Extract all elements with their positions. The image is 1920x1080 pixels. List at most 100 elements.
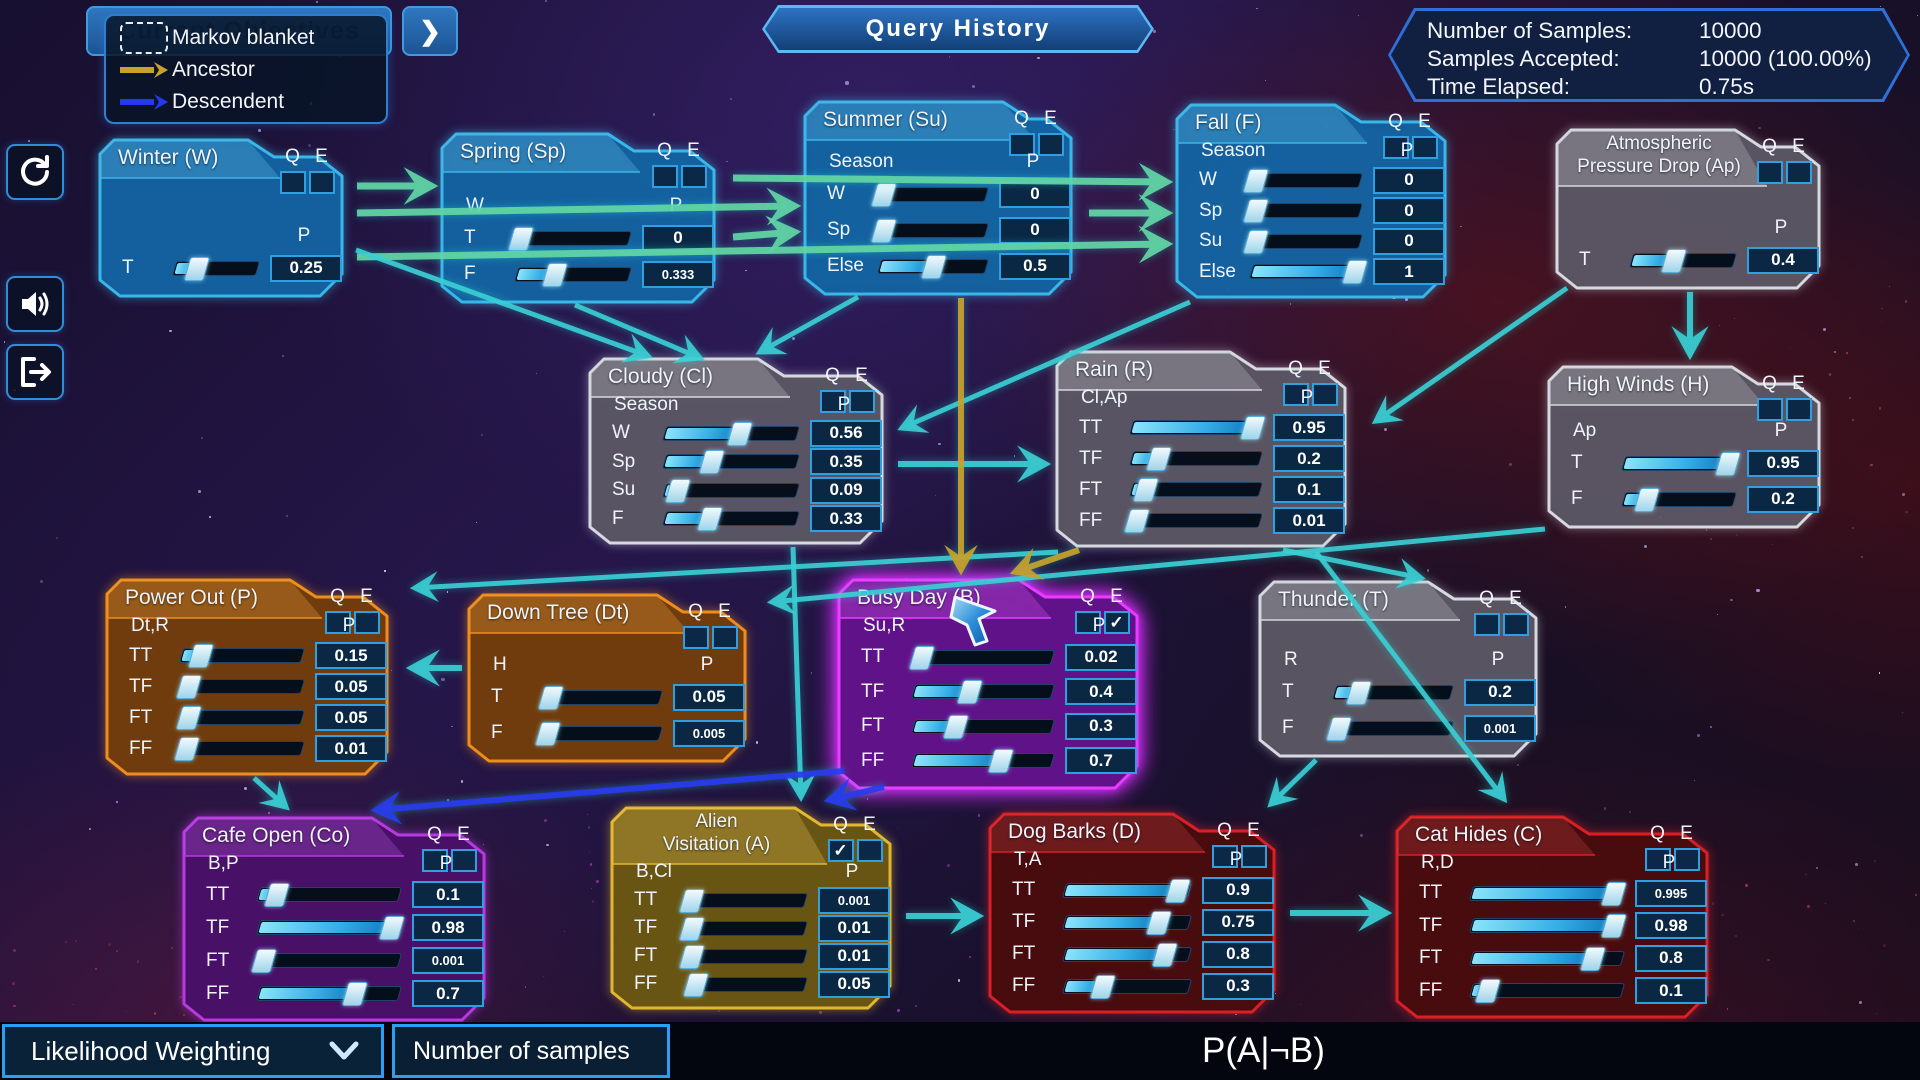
probability-value[interactable]: 1 [1373,258,1445,286]
probability-slider[interactable] [870,218,990,243]
probability-value[interactable]: 0 [1373,166,1445,194]
slider-handle[interactable] [173,737,200,761]
slider-handle[interactable] [182,256,210,281]
probability-value[interactable]: 0.35 [810,448,882,476]
probability-slider[interactable] [876,254,990,279]
probability-value[interactable]: 0.4 [1065,678,1137,706]
slider-handle[interactable] [682,972,710,997]
probability-value[interactable]: 0.1 [1635,977,1707,1005]
slider-handle[interactable] [942,714,970,739]
slider-handle[interactable] [1145,910,1173,935]
slider-handle[interactable] [1474,979,1502,1004]
probability-slider[interactable] [1128,447,1264,471]
probability-slider[interactable] [870,182,990,207]
probability-value[interactable]: 0.05 [673,683,745,711]
probability-slider[interactable] [175,706,306,730]
slider-handle[interactable] [1660,248,1688,273]
probability-slider[interactable] [677,916,809,941]
probability-slider[interactable] [661,478,801,503]
query-checkbox[interactable]: ✓ [827,839,854,862]
slider-handle[interactable] [1145,447,1172,471]
exit-button[interactable] [6,344,64,400]
query-checkbox[interactable] [819,390,846,413]
probability-value[interactable]: 0.001 [412,947,484,974]
slider-handle[interactable] [541,262,569,287]
probability-slider[interactable] [1628,248,1738,273]
probability-value[interactable]: 0.1 [1273,476,1345,503]
probability-value[interactable]: 0.995 [1635,879,1707,907]
probability-slider[interactable] [1061,942,1193,967]
evidence-checkbox[interactable] [680,165,707,188]
probability-value[interactable]: 0.05 [315,673,387,700]
probability-slider[interactable] [910,714,1056,739]
query-checkbox[interactable] [1382,136,1409,159]
slider-handle[interactable] [250,949,278,973]
probability-value[interactable]: 0.5 [999,252,1071,280]
query-checkbox[interactable] [1008,133,1035,156]
slider-handle[interactable] [175,706,203,730]
query-checkbox[interactable] [1282,383,1309,406]
probability-value[interactable]: 0.09 [810,476,882,504]
probability-value[interactable]: 0.3 [1202,972,1274,1000]
query-checkbox[interactable] [682,626,709,649]
probability-value[interactable]: 0.95 [1747,449,1819,477]
slider-handle[interactable] [378,916,405,940]
probability-slider[interactable] [255,883,403,907]
probability-value[interactable]: 0.75 [1202,908,1274,936]
probability-value[interactable]: 0.7 [412,980,484,1007]
reset-button[interactable] [6,144,64,200]
query-checkbox[interactable] [279,171,306,194]
query-checkbox[interactable] [1473,613,1500,636]
probability-value[interactable]: 0.01 [1273,507,1345,534]
slider-handle[interactable] [537,685,565,710]
probability-slider[interactable] [255,916,405,940]
probability-slider[interactable] [171,256,261,281]
probability-slider[interactable] [1331,680,1455,705]
probability-value[interactable]: 0.95 [1273,414,1345,441]
probability-slider[interactable] [1061,878,1193,903]
probability-slider[interactable] [1061,974,1193,999]
evidence-checkbox[interactable] [1411,136,1438,159]
probability-slider[interactable] [908,645,1056,670]
probability-slider[interactable] [537,685,664,710]
slider-handle[interactable] [1164,878,1191,903]
probability-value[interactable]: 0.2 [1273,445,1345,472]
slider-handle[interactable] [175,675,203,699]
slider-handle[interactable] [1239,416,1267,440]
probability-slider[interactable] [910,749,1056,774]
probability-slider[interactable] [507,226,633,251]
probability-slider[interactable] [677,944,809,969]
slider-handle[interactable] [1340,260,1368,285]
probability-value[interactable]: 0 [642,224,714,252]
query-checkbox[interactable] [324,611,351,634]
evidence-checkbox[interactable] [1785,398,1812,421]
slider-handle[interactable] [1345,680,1373,705]
probability-slider[interactable] [1242,229,1364,254]
evidence-checkbox[interactable] [353,611,380,634]
probability-value[interactable]: 0 [999,180,1071,208]
evidence-checkbox[interactable] [1037,133,1064,156]
query-checkbox[interactable] [1644,848,1671,871]
slider-handle[interactable] [726,421,754,446]
probability-value[interactable]: 0.56 [810,419,882,447]
probability-value[interactable]: 0.001 [1464,714,1536,742]
probability-slider[interactable] [1620,451,1742,476]
probability-slider[interactable] [1325,716,1455,741]
probability-value[interactable]: 0.1 [412,881,484,908]
probability-slider[interactable] [250,949,403,973]
probability-value[interactable]: 0.005 [673,719,745,747]
slider-handle[interactable] [908,645,936,670]
slider-handle[interactable] [1579,946,1607,971]
probability-slider[interactable] [1468,946,1626,971]
probability-value[interactable]: 0.001 [818,886,890,914]
probability-slider[interactable] [255,982,403,1006]
probability-slider[interactable] [661,421,801,446]
